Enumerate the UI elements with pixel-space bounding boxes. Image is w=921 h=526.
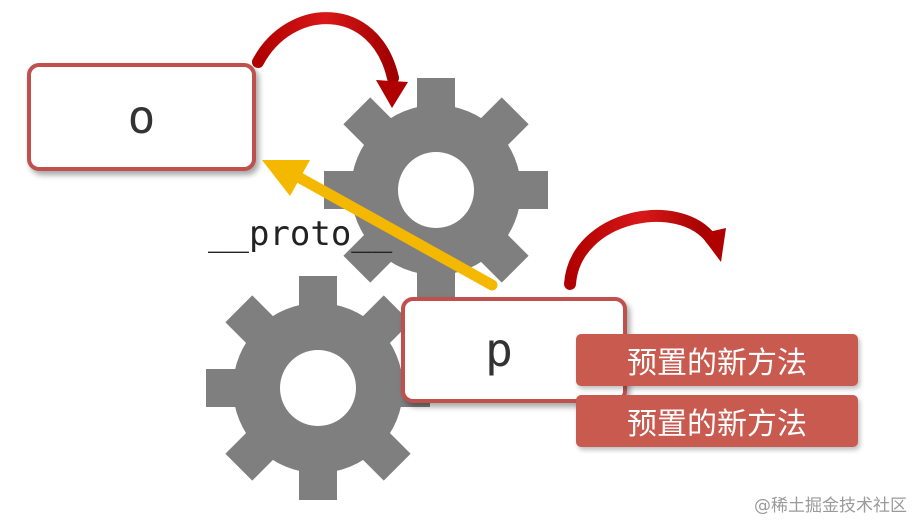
object-o-label: o [127, 90, 156, 144]
proto-link-label: __proto__ [208, 214, 393, 254]
gear-icon-lower [206, 276, 430, 500]
watermark: @稀土掘金技术社区 [754, 496, 907, 516]
gear-icon-upper [324, 78, 548, 302]
object-p-label: p [485, 323, 513, 377]
curved-arrow-icon-right [564, 209, 726, 290]
object-o-box: o [27, 63, 256, 171]
proto-arrow-icon [262, 160, 498, 291]
curved-arrow-icon-top [252, 12, 408, 108]
method-tag-1: 预置的新方法 [576, 334, 858, 386]
method-tag-2: 预置的新方法 [576, 395, 858, 447]
